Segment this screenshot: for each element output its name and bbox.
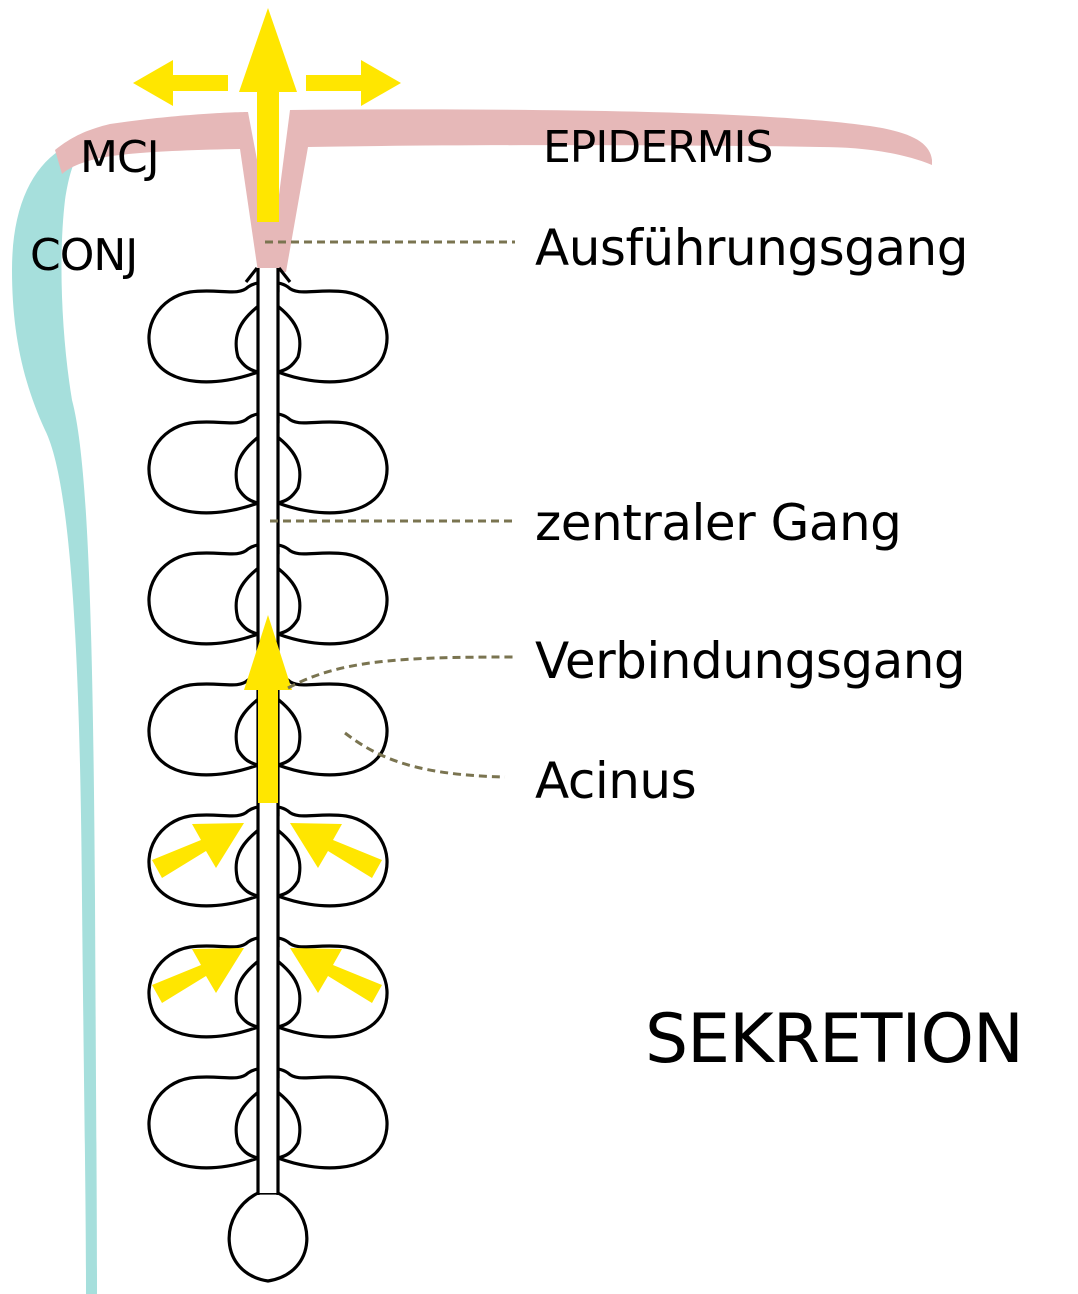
label-mcj: MCJ (80, 132, 159, 183)
duct-neck-left (246, 268, 257, 282)
label-epidermis: EPIDERMIS (543, 122, 772, 173)
acinus-terminal (229, 1193, 307, 1281)
arrow-up-central (244, 615, 292, 803)
label-sekretion: SEKRETION (645, 1000, 1023, 1079)
arrow-left-top (133, 60, 228, 106)
label-ausfuehrungsgang: Ausführungsgang (535, 219, 968, 277)
label-zentraler-gang: zentraler Gang (535, 494, 901, 552)
arrow-right-top (306, 60, 401, 106)
conjunctiva-band (12, 150, 97, 1294)
label-conj: CONJ (30, 230, 137, 281)
label-acinus: Acinus (535, 752, 696, 810)
label-verbindungsgang: Verbindungsgang (535, 632, 965, 690)
